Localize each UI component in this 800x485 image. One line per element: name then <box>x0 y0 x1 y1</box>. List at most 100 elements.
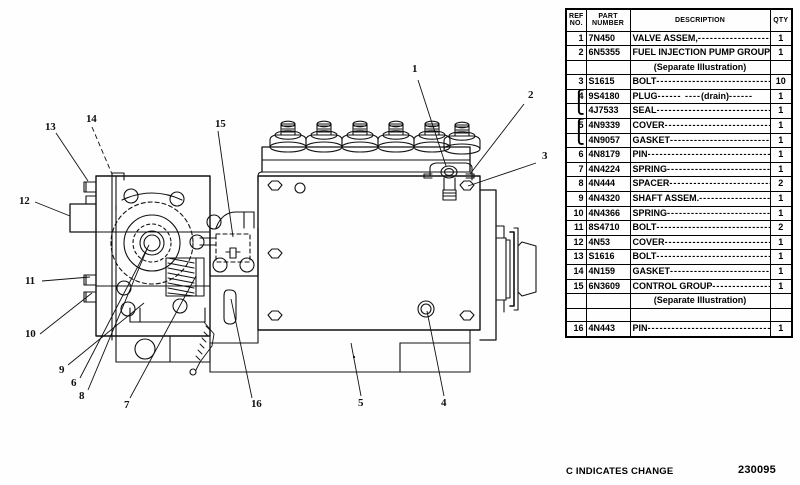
ref-number-cell: 13 <box>565 249 587 265</box>
dotted-leader: ---------------------------------- <box>664 236 769 247</box>
callout-6: 6 <box>71 377 77 389</box>
qty-cell: 1 <box>769 161 793 178</box>
ref-number-cell: 8 <box>565 176 587 193</box>
description-text: SPRING <box>632 163 668 174</box>
part-number-cell: 4N9339 <box>585 118 631 134</box>
description-qualifier: (drain) <box>701 90 729 101</box>
table-row: (Separate Illustration) <box>565 293 793 309</box>
table-row <box>565 307 793 323</box>
drawing-number: 230095 <box>738 464 776 476</box>
ref-header-line2: NO. <box>569 20 583 28</box>
description-note-cell: (Separate Illustration) <box>629 293 771 309</box>
part-number-cell: 4N53 <box>585 234 631 251</box>
description-text: SEAL <box>632 105 657 116</box>
ref-number-cell: 14 <box>565 264 587 280</box>
ref-number-cell: 12 <box>565 234 587 251</box>
callout-1: 1 <box>412 63 418 75</box>
description-cell: PLUG ------ ----(drain)------ <box>629 88 771 105</box>
ref-number-cell: 7C <box>565 161 587 178</box>
description-text: COVER <box>632 236 665 247</box>
qty-cell: 1 <box>769 205 793 222</box>
dotted-leader: -------------------------------------- <box>647 323 769 334</box>
description-text: BOLT <box>632 222 657 233</box>
description-note-cell: (Separate Illustration) <box>629 59 771 76</box>
qty-cell: 1 <box>769 30 793 47</box>
ref-cell <box>565 293 587 309</box>
description-text: GASKET <box>632 134 671 145</box>
dotted-leader: ------------------------------------ <box>656 105 769 116</box>
ref-number-cell: ⎩ <box>565 132 587 149</box>
description-text: BOLT <box>632 76 657 87</box>
description-text: SPACER <box>632 178 670 189</box>
callout-12: 12 <box>19 195 30 207</box>
ref-number-cell: 1 <box>565 30 587 47</box>
callout-2: 2 <box>528 89 534 101</box>
qty-cell: 1 <box>769 249 793 265</box>
column-header-ref: REF NO. <box>565 8 587 32</box>
ref-number-cell: 11 <box>565 220 587 236</box>
part-number-cell: 9S4180 <box>585 88 631 105</box>
qty-cell <box>769 293 793 309</box>
callout-9: 9 <box>59 364 65 376</box>
dotted-leader: --------------------------------- <box>667 163 769 174</box>
qty-cell: 1 <box>769 278 793 295</box>
ref-number-cell: ⎩ <box>565 103 587 120</box>
ref-cell <box>565 59 587 76</box>
table-row: 7C4N4224SPRING -------------------------… <box>565 161 793 178</box>
dotted-leader: ------------------------------------ <box>656 222 769 233</box>
dotted-leader: --------------------- <box>712 280 769 291</box>
description-cell: COVER ---------------------------------- <box>629 234 771 251</box>
dotted-leader: --------------------------------- <box>670 134 770 145</box>
qty-cell: 1 <box>769 234 793 251</box>
change-indicator-note: C INDICATES CHANGE <box>566 466 674 477</box>
description-text: GASKET <box>632 266 671 276</box>
description-text: SHAFT ASSEM. <box>632 193 700 204</box>
callout-5: 5 <box>358 397 364 409</box>
qty-cell: 1 <box>769 132 793 149</box>
qty-cell: 1 <box>769 321 793 338</box>
ref-number-cell <box>565 307 587 323</box>
part-number-cell <box>585 59 631 76</box>
callout-4: 4 <box>441 397 447 409</box>
qty-cell <box>769 307 793 323</box>
group-brace: ⎧ <box>573 90 585 104</box>
part-number-cell <box>585 307 631 323</box>
description-cell: SPRING --------------------------------- <box>629 205 771 222</box>
part-header-line2: NUMBER <box>592 20 624 28</box>
part-number-cell: 4J7533 <box>585 103 631 120</box>
ref-number-cell: 3 <box>565 74 587 90</box>
part-number-cell: 6N5355 <box>585 45 631 61</box>
description-cell: CONTROL GROUP --------------------- <box>629 278 771 295</box>
description-cell: BOLT -----------------------------------… <box>629 249 771 265</box>
dotted-leader: ----------------------- <box>699 193 769 204</box>
callout-13: 13 <box>45 121 56 133</box>
dotted-leader: ------------------------------------ <box>656 76 769 87</box>
description-cell: BOLT -----------------------------------… <box>629 74 771 90</box>
description-text: COVER <box>632 120 665 131</box>
part-number-cell: S1615 <box>585 74 631 90</box>
table-row: 15C6N3609CONTROL GROUP -----------------… <box>565 278 793 295</box>
description-cell: FUEL INJECTION PUMP GROUP -- <box>629 45 771 61</box>
parts-illustration: 1 2 3 4 5 6 7 8 9 10 11 12 13 14 15 16 <box>19 63 548 411</box>
qty-cell: 1 <box>769 45 793 61</box>
part-number-cell: 4N159 <box>585 264 631 280</box>
dotted-leader: -------------------------------------- <box>647 149 769 160</box>
ref-number-cell: 16 <box>565 321 587 338</box>
callout-15: 15 <box>215 118 226 130</box>
part-number-cell: 7N450 <box>585 30 631 47</box>
description-text: BOLT <box>632 251 657 262</box>
assembly-drawing-svg <box>34 79 537 399</box>
group-brace: ⎩ <box>573 103 585 116</box>
description-cell: SEAL -----------------------------------… <box>629 103 771 120</box>
ref-number-cell: 4⎧ <box>565 88 587 105</box>
ref-header-line1: REF <box>568 12 584 20</box>
qty-cell: 2 <box>769 176 793 193</box>
description-cell: BOLT -----------------------------------… <box>629 220 771 236</box>
